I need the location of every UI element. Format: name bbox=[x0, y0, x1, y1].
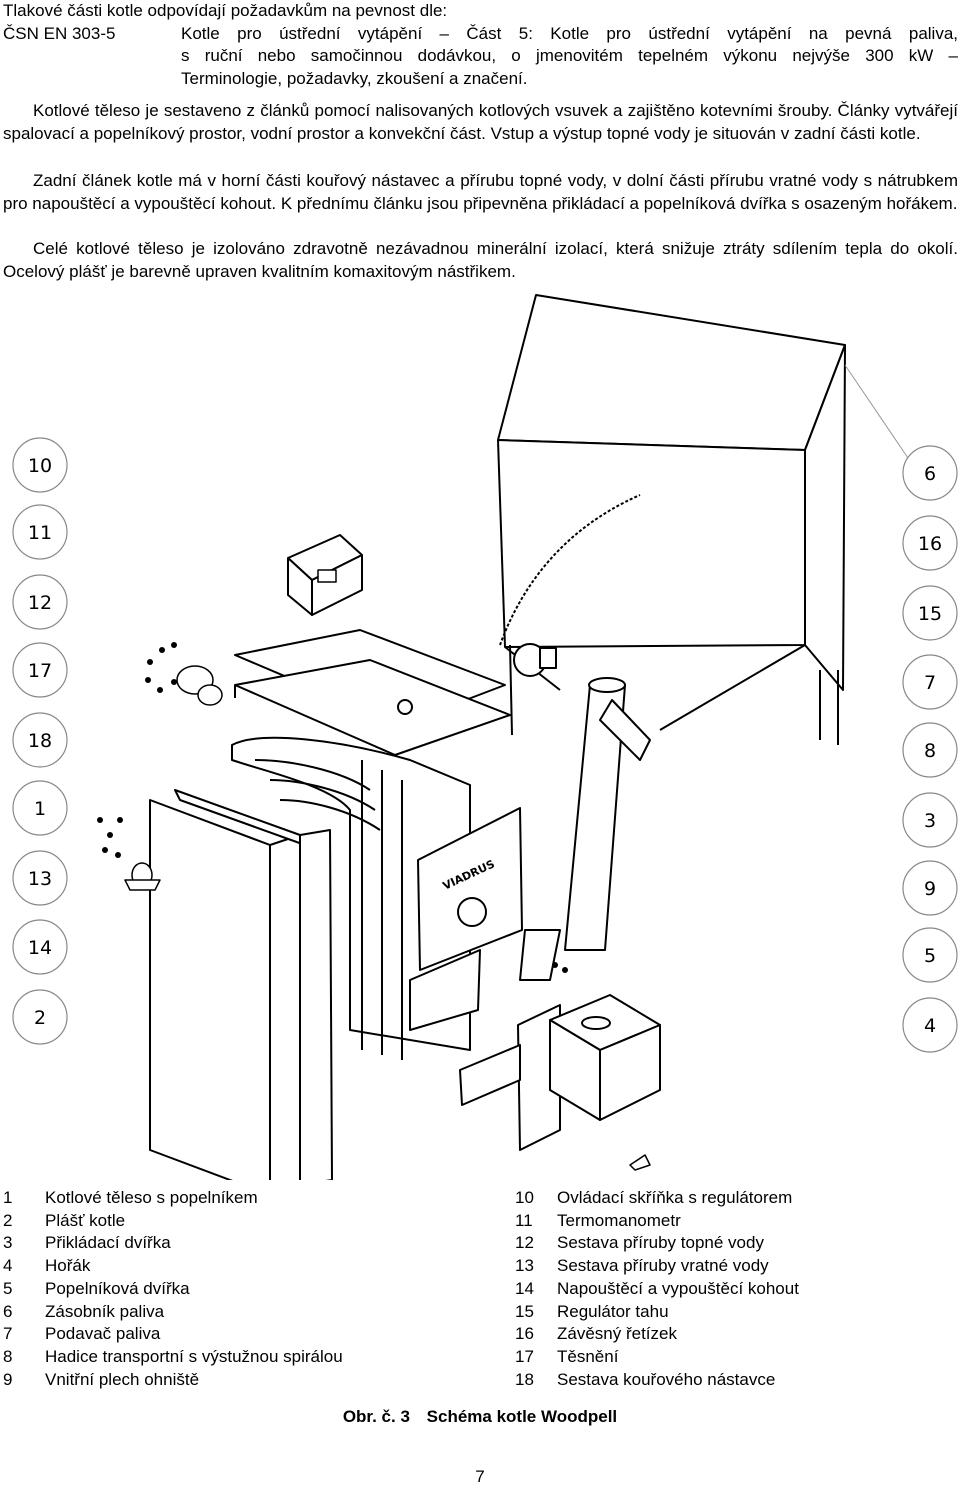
figure-caption: Obr. č. 3 Schéma kotle Woodpell bbox=[0, 1406, 960, 1429]
callout-12: 12 bbox=[12, 574, 68, 630]
callout-6: 6 bbox=[902, 445, 958, 501]
svg-text:16: 16 bbox=[918, 533, 942, 555]
front-doors-drawing bbox=[409, 807, 523, 1031]
standard-title-line-2: s ruční nebo samočinnou dodávkou, o jmen… bbox=[181, 46, 958, 65]
callout-9: 9 bbox=[902, 860, 958, 916]
svg-text:2: 2 bbox=[34, 1007, 46, 1029]
boiler-exploded-diagram: VIADRUS 10 11 12 17 18 1 13 14 2 6 16 15… bbox=[12, 294, 958, 1180]
svg-text:11: 11 bbox=[28, 522, 52, 544]
callout-8: 8 bbox=[902, 722, 958, 778]
thermomanometer-drawing bbox=[397, 699, 413, 715]
burner-drawing bbox=[517, 994, 661, 1151]
draft-regulator-drawing bbox=[513, 643, 557, 677]
callout-7: 7 bbox=[902, 654, 958, 710]
top-cover-drawing bbox=[234, 629, 511, 768]
insulation-paragraph: Celé kotlové těleso je izolováno zdravot… bbox=[3, 239, 958, 281]
callout-18: 18 bbox=[12, 712, 68, 768]
callout-11: 11 bbox=[12, 504, 68, 560]
fuel-feeder-drawing bbox=[519, 677, 651, 981]
control-box-drawing bbox=[287, 534, 363, 616]
svg-text:10: 10 bbox=[28, 455, 52, 477]
page-number: 7 bbox=[475, 1467, 485, 1486]
pressure-parts-intro: Tlakové části kotle odpovídají požadavků… bbox=[3, 1, 448, 20]
svg-text:7: 7 bbox=[924, 672, 936, 694]
standard-title-line-1: Kotle pro ústřední vytápění – Část 5: Ko… bbox=[181, 23, 958, 43]
callout-4: 4 bbox=[902, 997, 958, 1053]
callout-14: 14 bbox=[12, 919, 68, 975]
figure-number: Obr. č. 3 bbox=[342, 1407, 410, 1426]
flanges-drawing bbox=[124, 665, 651, 1171]
callout-10: 10 bbox=[12, 437, 68, 493]
figure-title: Schéma kotle Woodpell bbox=[426, 1407, 618, 1426]
hanging-chain-drawing bbox=[499, 494, 641, 646]
svg-text:9: 9 bbox=[924, 878, 936, 900]
callout-3: 3 bbox=[902, 792, 958, 848]
rear-section-paragraph: Zadní článek kotle má v horní části kouř… bbox=[3, 171, 958, 213]
svg-text:5: 5 bbox=[924, 945, 936, 967]
boiler-body-paragraph: Kotlové těleso je sestaveno z článků pom… bbox=[3, 101, 958, 143]
svg-text:18: 18 bbox=[28, 730, 52, 752]
ash-pan-drawing bbox=[459, 1044, 521, 1106]
svg-text:12: 12 bbox=[28, 592, 52, 614]
right-callouts: 6 16 15 7 8 3 9 5 4 bbox=[844, 364, 958, 1053]
svg-text:17: 17 bbox=[28, 660, 52, 682]
callout-15: 15 bbox=[902, 585, 958, 641]
svg-text:1: 1 bbox=[34, 798, 46, 820]
svg-text:8: 8 bbox=[924, 740, 936, 762]
bolts-drawing bbox=[97, 642, 568, 973]
standard-row: ČSN EN 303-5 Kotle pro ústřední vytápění… bbox=[3, 23, 958, 91]
callout-1: 1 bbox=[12, 780, 68, 836]
left-callouts: 10 11 12 17 18 1 13 14 2 bbox=[12, 437, 68, 1045]
svg-text:6: 6 bbox=[924, 463, 936, 485]
standards-header: Tlakové části kotle odpovídají požadavků… bbox=[3, 0, 958, 90]
callout-17: 17 bbox=[12, 642, 68, 698]
callout-16: 16 bbox=[902, 515, 958, 571]
standard-title-line-3: Terminologie, požadavky, zkoušení a znač… bbox=[181, 68, 528, 88]
casing-side-panels-drawing bbox=[149, 789, 333, 1180]
standard-title: Kotle pro ústřední vytápění – Část 5: Ko… bbox=[181, 23, 958, 91]
svg-text:15: 15 bbox=[918, 603, 942, 625]
callout-13: 13 bbox=[12, 850, 68, 906]
fuel-hopper-drawing bbox=[497, 294, 846, 745]
svg-text:14: 14 bbox=[28, 937, 52, 959]
svg-text:13: 13 bbox=[28, 868, 52, 890]
svg-text:3: 3 bbox=[924, 810, 936, 832]
standard-code: ČSN EN 303-5 bbox=[3, 23, 116, 43]
svg-text:4: 4 bbox=[924, 1015, 936, 1037]
callout-5: 5 bbox=[902, 927, 958, 983]
callout-2: 2 bbox=[12, 989, 68, 1045]
